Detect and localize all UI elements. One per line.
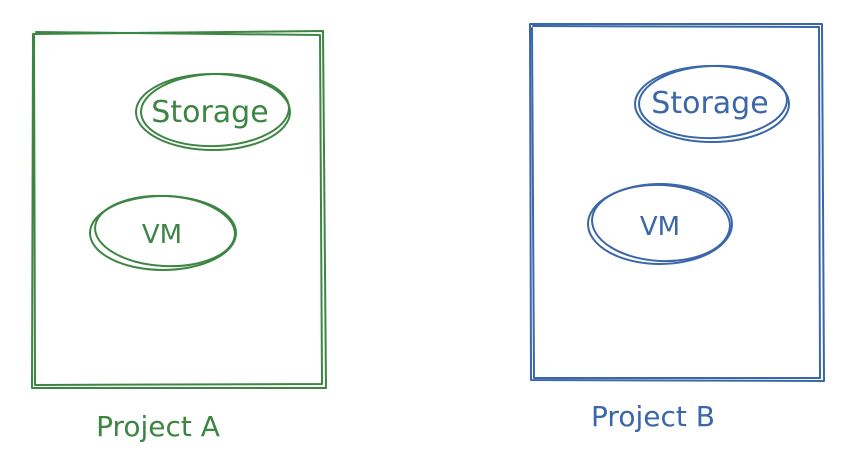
project-b-storage-ellipse-sketch [638, 64, 788, 140]
project-a-box-sketch [33, 31, 323, 386]
project-b-title: Project B [591, 400, 715, 433]
project-a-vm-ellipse-sketch [94, 194, 236, 268]
project-a-group [31, 30, 327, 389]
project-b-box-sketch [531, 25, 821, 379]
project-b-vm-label: VM [640, 212, 680, 242]
project-a-box [31, 30, 327, 389]
project-b-vm-ellipse-sketch [591, 183, 731, 263]
project-a-vm-label: VM [142, 220, 182, 250]
project-b-storage-label: Storage [651, 86, 768, 121]
project-b-group [529, 23, 825, 382]
project-a-storage-label: Storage [151, 95, 268, 130]
project-a-title: Project A [96, 410, 220, 443]
project-a-storage-ellipse-sketch [140, 72, 290, 148]
project-b-box [529, 23, 825, 382]
